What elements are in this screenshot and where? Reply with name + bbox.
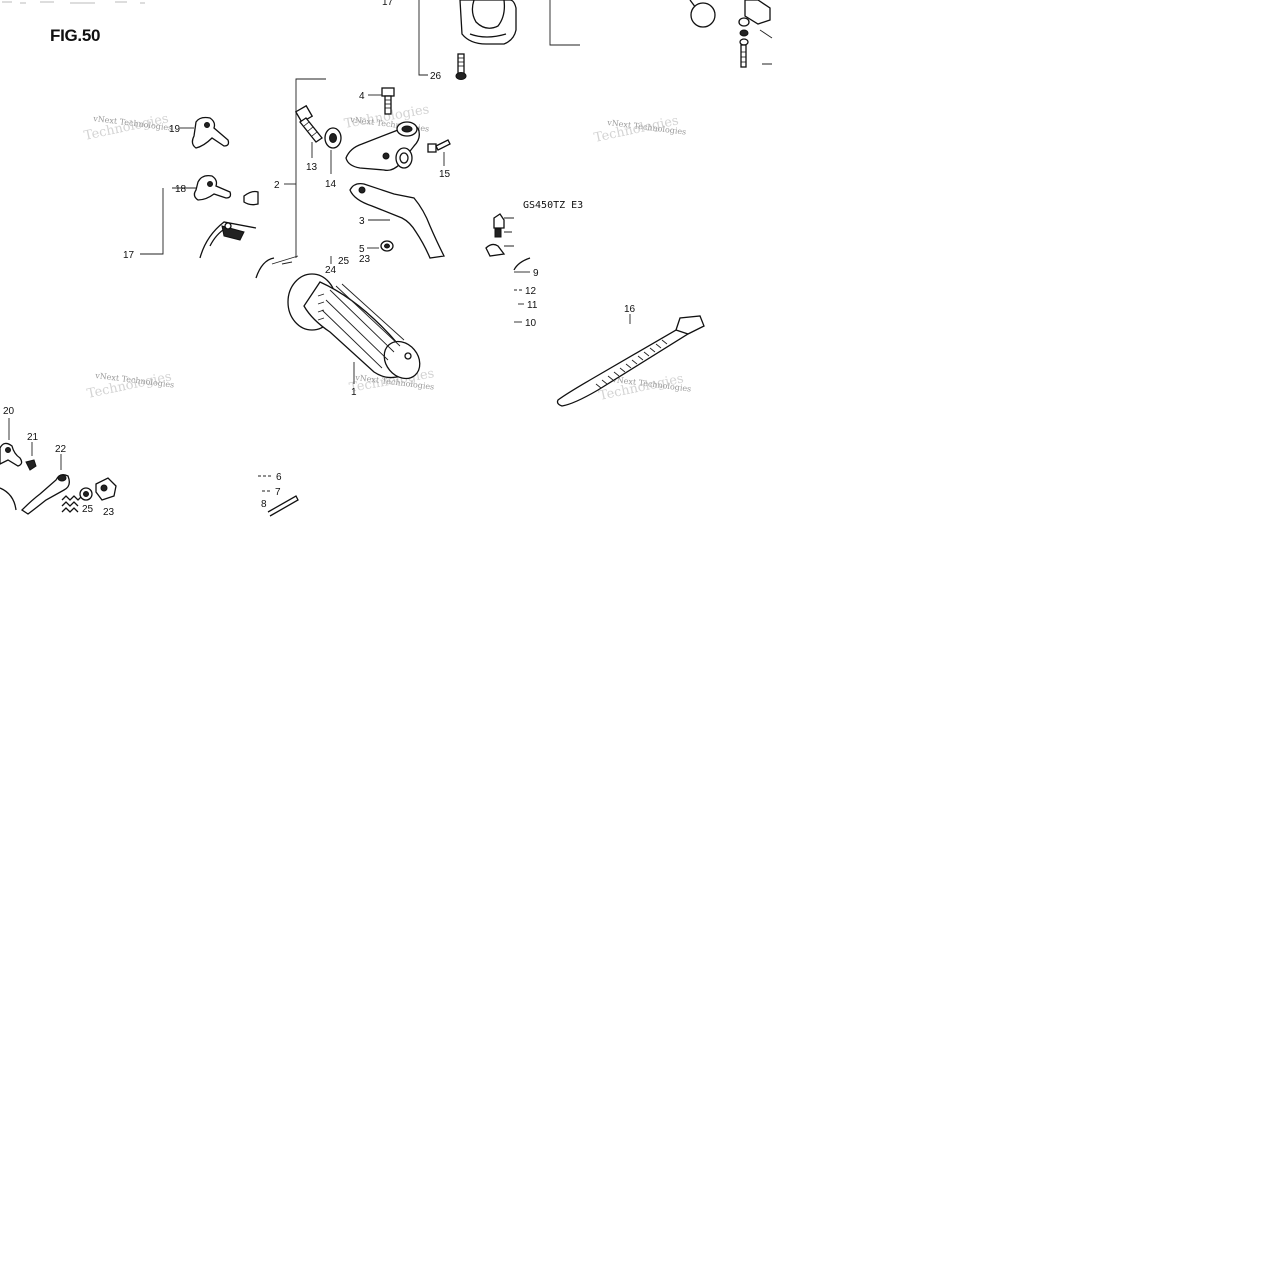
cable-strap-16 bbox=[556, 315, 705, 407]
screw-21 bbox=[25, 459, 37, 471]
callout-11: 11 bbox=[527, 300, 538, 311]
pivot-bolt-13 bbox=[294, 104, 323, 143]
ball-knob bbox=[689, 0, 716, 28]
bolt-4 bbox=[381, 87, 395, 115]
leader-line bbox=[549, 0, 580, 46]
callout-4: 4 bbox=[359, 91, 365, 102]
figure-title: FIG.50 bbox=[50, 26, 100, 45]
callout-1: 1 bbox=[351, 387, 357, 398]
callout-25-low: 25 bbox=[82, 504, 94, 515]
spring bbox=[61, 495, 83, 513]
callout-19: 19 bbox=[169, 124, 181, 135]
nut-23 bbox=[95, 477, 117, 501]
callout-9: 9 bbox=[533, 268, 539, 279]
handlebar-clamp-top bbox=[459, 0, 517, 45]
callout-24: 24 bbox=[325, 265, 337, 276]
callout-21: 21 bbox=[27, 432, 39, 443]
callout-13: 13 bbox=[306, 162, 318, 173]
clutch-lever-3 bbox=[349, 182, 445, 259]
lever-holder bbox=[345, 121, 420, 172]
adjuster-group bbox=[485, 213, 531, 271]
switch-housing-17 bbox=[199, 221, 257, 259]
callout-23-mid: 23 bbox=[359, 254, 371, 265]
callout-3: 3 bbox=[359, 216, 365, 227]
model-label: GS450TZ E3 bbox=[523, 200, 583, 211]
callout-17: 17 bbox=[123, 250, 135, 261]
pin-8 bbox=[267, 495, 299, 517]
bracket-line bbox=[295, 78, 326, 258]
washer-stack bbox=[738, 0, 773, 68]
callout-16: 16 bbox=[624, 304, 636, 315]
lever-knob-18 bbox=[193, 174, 259, 206]
lever-knob-20 bbox=[0, 442, 23, 467]
callout-22: 22 bbox=[55, 444, 67, 455]
callout-2: 2 bbox=[274, 180, 280, 191]
callout-25: 25 bbox=[338, 256, 350, 267]
callout-14: 14 bbox=[325, 179, 337, 190]
leader-line bbox=[418, 0, 428, 76]
lever-knob-19 bbox=[191, 116, 230, 149]
link-arm-22 bbox=[20, 474, 70, 515]
callout-26: 26 bbox=[430, 71, 442, 82]
handlebar-grip bbox=[287, 273, 421, 380]
callout-7: 7 bbox=[275, 487, 281, 498]
callout-5: 5 bbox=[359, 244, 365, 255]
callout-17-top: 17 bbox=[382, 0, 394, 8]
callout-6: 6 bbox=[276, 472, 282, 483]
callout-23-low: 23 bbox=[103, 507, 115, 518]
callout-10: 10 bbox=[525, 318, 537, 329]
bolt-26 bbox=[455, 53, 467, 80]
callout-12: 12 bbox=[525, 286, 537, 297]
callout-8: 8 bbox=[261, 499, 267, 510]
housing-edge bbox=[0, 487, 17, 511]
callout-20: 20 bbox=[3, 406, 15, 417]
callout-15: 15 bbox=[439, 169, 451, 180]
bolt-15 bbox=[427, 139, 451, 153]
callout-18: 18 bbox=[175, 184, 187, 195]
